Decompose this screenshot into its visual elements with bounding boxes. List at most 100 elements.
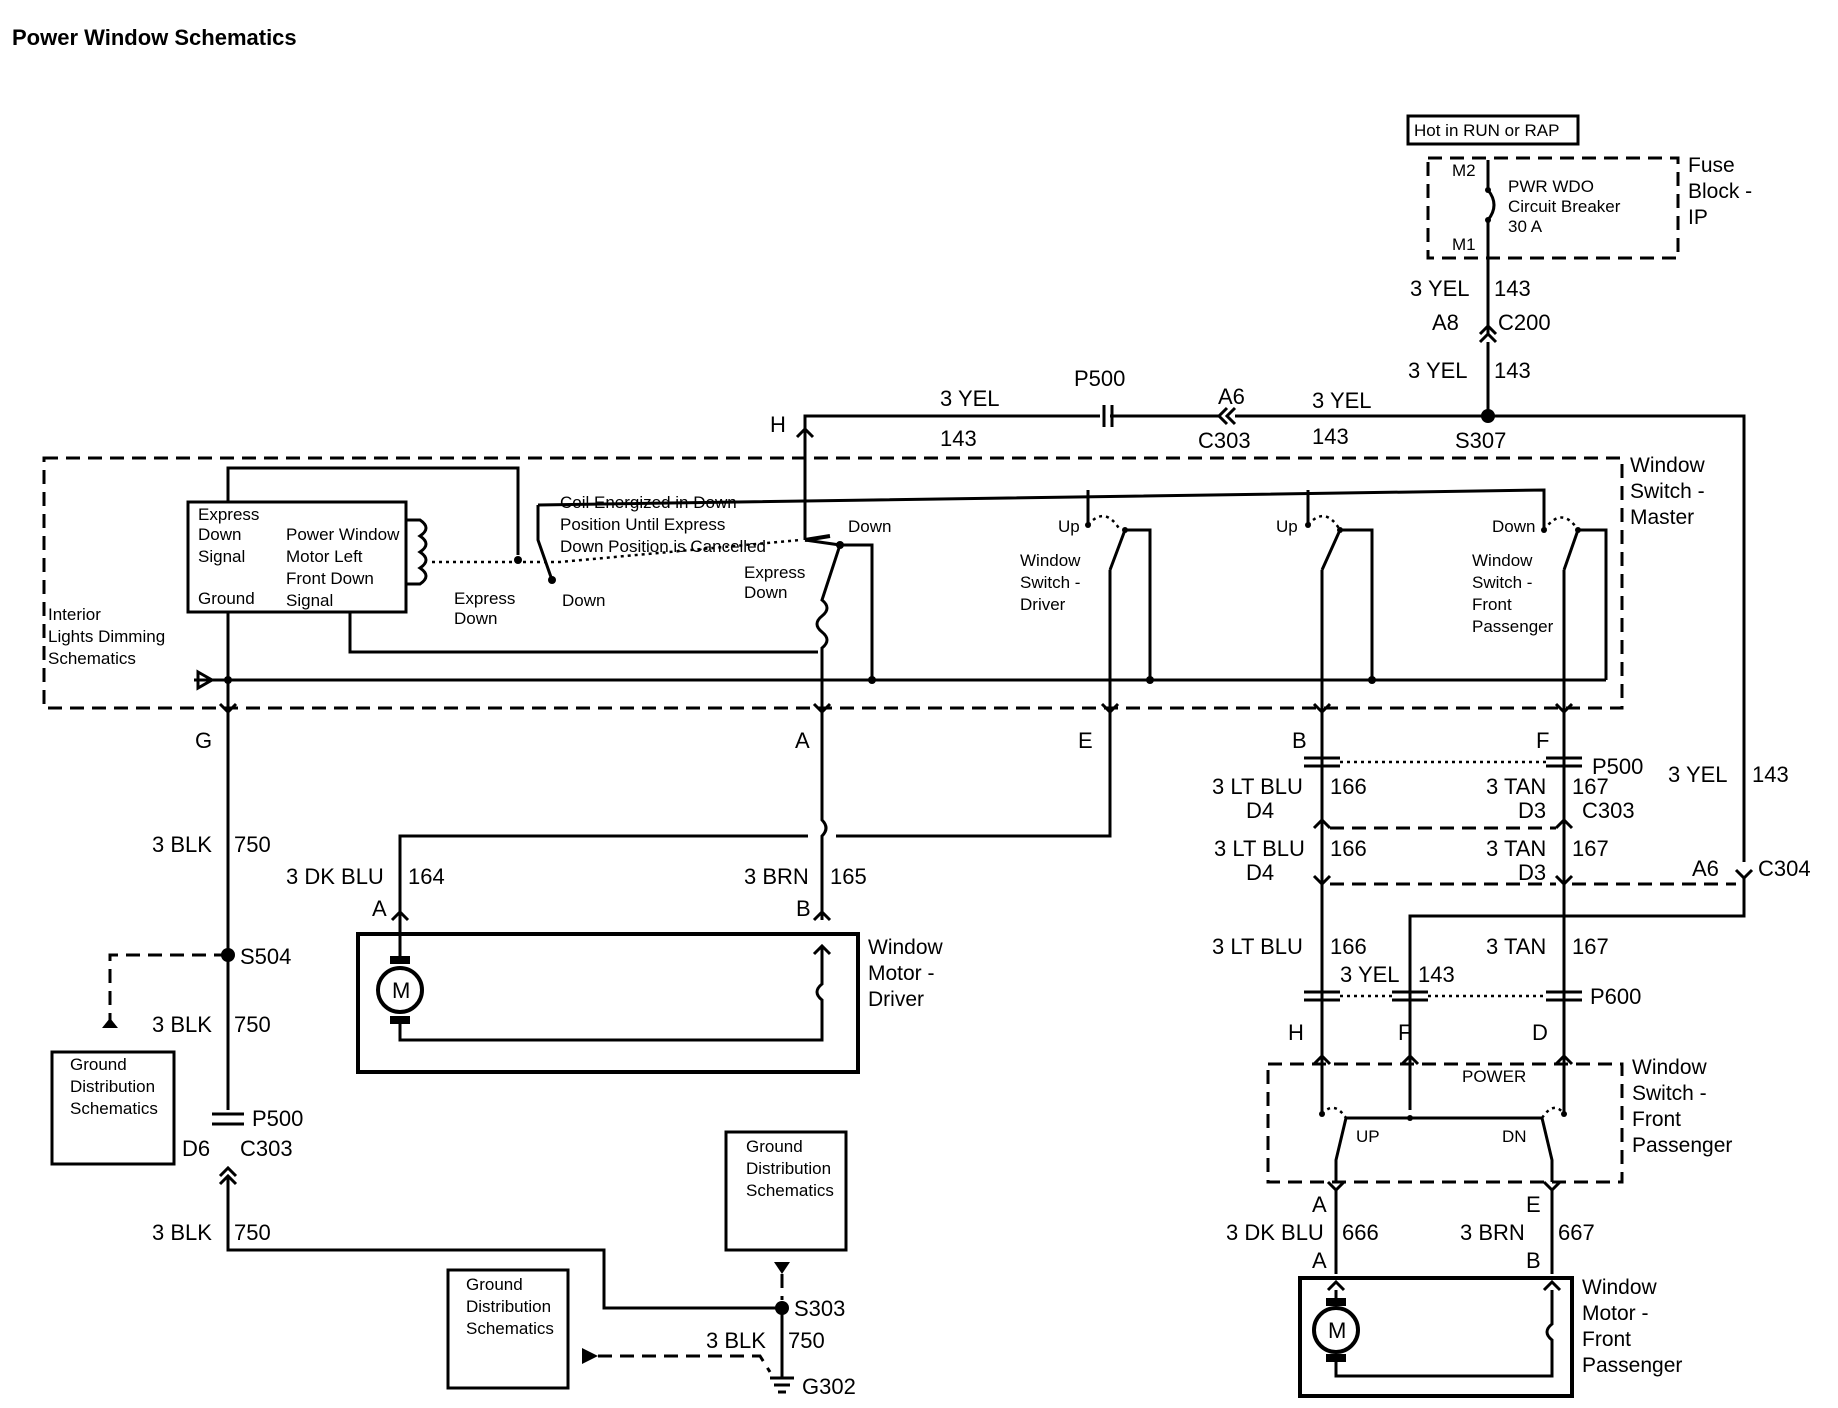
fuse-block-ip: Hot in RUN or RAP Fuse Block - IP M2 M1 …: [1406, 114, 1752, 260]
motor-pass-label-3: Front: [1582, 1328, 1631, 1351]
master-label-2: Switch -: [1630, 480, 1705, 503]
coil-note-1: Coil Energized in Down: [560, 493, 737, 512]
express-down-module: [186, 500, 408, 614]
circuit-167-a: 167: [1572, 774, 1609, 799]
circuit-164: 164: [408, 864, 445, 889]
coil-symbol: [406, 518, 428, 586]
circuit-166-c: 166: [1330, 934, 1367, 959]
interior-lights-label-1: Interior: [48, 605, 101, 624]
fuse-block-label-2: Block -: [1688, 180, 1752, 203]
pin-d3-a: D3: [1518, 798, 1546, 823]
up-fp-label: UP: [1356, 1127, 1380, 1146]
wire-color-166-a: 3 LT BLU: [1212, 774, 1303, 799]
circuit-165: 165: [830, 864, 867, 889]
splice-s303-label: S303: [794, 1296, 845, 1321]
motor-pass-label-2: Motor -: [1582, 1302, 1649, 1325]
pin-d3-b: D3: [1518, 860, 1546, 885]
hot-in-run-label: Hot in RUN or RAP: [1414, 121, 1559, 140]
circuit-143-e: 143: [1752, 762, 1789, 787]
ground-distribution-box-1: [50, 1050, 176, 1166]
wire-color-143-f: 3 YEL: [1340, 962, 1400, 987]
wire-color-143-e: 3 YEL: [1668, 762, 1728, 787]
wire-color-667: 3 BRN: [1460, 1220, 1525, 1245]
circuit-667: 667: [1558, 1220, 1595, 1245]
wire-color-666: 3 DK BLU: [1226, 1220, 1324, 1245]
interior-lights-label-3: Schematics: [48, 649, 136, 668]
power-label: POWER: [1462, 1067, 1526, 1086]
ws-front-pass-2-label-3: Front: [1632, 1108, 1681, 1131]
connector-c303-right: C303: [1582, 798, 1635, 823]
wire-color-167-c: 3 TAN: [1486, 934, 1546, 959]
wire-color-166-c: 3 LT BLU: [1212, 934, 1303, 959]
pin-d4-b: D4: [1246, 860, 1274, 885]
connector-c200: C200: [1498, 310, 1551, 335]
motor-pass-label-4: Passenger: [1582, 1354, 1682, 1377]
gnd-dist-1-label-2: Distribution: [70, 1077, 155, 1096]
pass-motor-m: M: [1328, 1318, 1346, 1343]
driver-motor-pin-b: B: [796, 896, 811, 921]
up-driver-label: Up: [1058, 517, 1080, 536]
circuit-143-a: 143: [1494, 276, 1531, 301]
motor-driver-label-2: Motor -: [868, 962, 935, 985]
ws-front-pass-label-3: Front: [1472, 595, 1512, 614]
wire-color-143-c: 3 YEL: [940, 386, 1000, 411]
pass-motor-pin-a: A: [1312, 1248, 1327, 1273]
express-block-label-1: Express: [198, 505, 259, 524]
wire-color-750-a: 3 BLK: [152, 832, 212, 857]
pin-f: F: [1536, 728, 1549, 753]
gnd-dist-3-label-3: Schematics: [466, 1319, 554, 1338]
pin-f-p600: F: [1398, 1020, 1411, 1045]
fuse-block-label-3: IP: [1688, 206, 1708, 229]
pin-d6: D6: [182, 1136, 210, 1161]
connector-p600: P600: [1590, 984, 1641, 1009]
splice-s307-label: S307: [1455, 428, 1506, 453]
breaker-label-2: Circuit Breaker: [1508, 197, 1621, 216]
terminal-m1: M1: [1452, 235, 1476, 254]
circuit-breaker-symbol: [1486, 160, 1496, 260]
pin-a6-c304: A6: [1692, 856, 1719, 881]
express-block-label-2: Down: [198, 525, 241, 544]
express-ground-label: Ground: [198, 589, 255, 608]
ws-front-pass-2-label-4: Passenger: [1632, 1134, 1732, 1157]
motor-pass-label-1: Window: [1582, 1276, 1658, 1299]
express-down-1-label-1: Express: [454, 589, 515, 608]
wire-color-750-d: 3 BLK: [706, 1328, 766, 1353]
express-down-2-label-2: Down: [744, 583, 787, 602]
gnd-dist-3-label-1: Ground: [466, 1275, 523, 1294]
pin-e-fp: E: [1526, 1192, 1541, 1217]
motor-driver-label-1: Window: [868, 936, 944, 959]
ws-front-pass-2-label-1: Window: [1632, 1056, 1708, 1079]
down-1-label: Down: [562, 591, 605, 610]
wire-color-167-b: 3 TAN: [1486, 836, 1546, 861]
pin-g: G: [195, 728, 212, 753]
gnd-dist-2-label-2: Distribution: [746, 1159, 831, 1178]
terminal-m2: M2: [1452, 161, 1476, 180]
window-switch-front-passenger: POWER UP DN Window Switch - Front Passen…: [1266, 1053, 1732, 1184]
ws-front-pass-label-4: Passenger: [1472, 617, 1554, 636]
pin-b: B: [1292, 728, 1307, 753]
motor-signal-label-2: Motor Left: [286, 547, 363, 566]
motor-signal-label-3: Front Down: [286, 569, 374, 588]
motor-icon: [376, 966, 424, 1014]
window-motor-driver: M Window Motor - Driver: [356, 920, 944, 1074]
ws-front-pass-2-label-2: Switch -: [1632, 1082, 1707, 1105]
motor-driver-label-3: Driver: [868, 988, 924, 1011]
circuit-143-f: 143: [1418, 962, 1455, 987]
ground-distribution-box-3: [446, 1268, 570, 1390]
wire-color-143-b: 3 YEL: [1408, 358, 1468, 383]
up-3-label: Up: [1276, 517, 1298, 536]
gnd-dist-2-label-1: Ground: [746, 1137, 803, 1156]
pin-h-top: H: [770, 412, 786, 437]
page-title: Power Window Schematics: [12, 25, 297, 50]
wire-color-165: 3 BRN: [744, 864, 809, 889]
circuit-143-d: 143: [1312, 424, 1349, 449]
fuse-block-label-1: Fuse: [1688, 154, 1735, 177]
pin-d-p600: D: [1532, 1020, 1548, 1045]
wire-color-750-b: 3 BLK: [152, 1012, 212, 1037]
pin-a-fp: A: [1312, 1192, 1327, 1217]
master-label-3: Master: [1630, 506, 1694, 529]
ground-g302-icon: [770, 1376, 794, 1394]
driver-motor-m: M: [392, 978, 410, 1003]
wire-color-143-a: 3 YEL: [1410, 276, 1470, 301]
circuit-166-a: 166: [1330, 774, 1367, 799]
